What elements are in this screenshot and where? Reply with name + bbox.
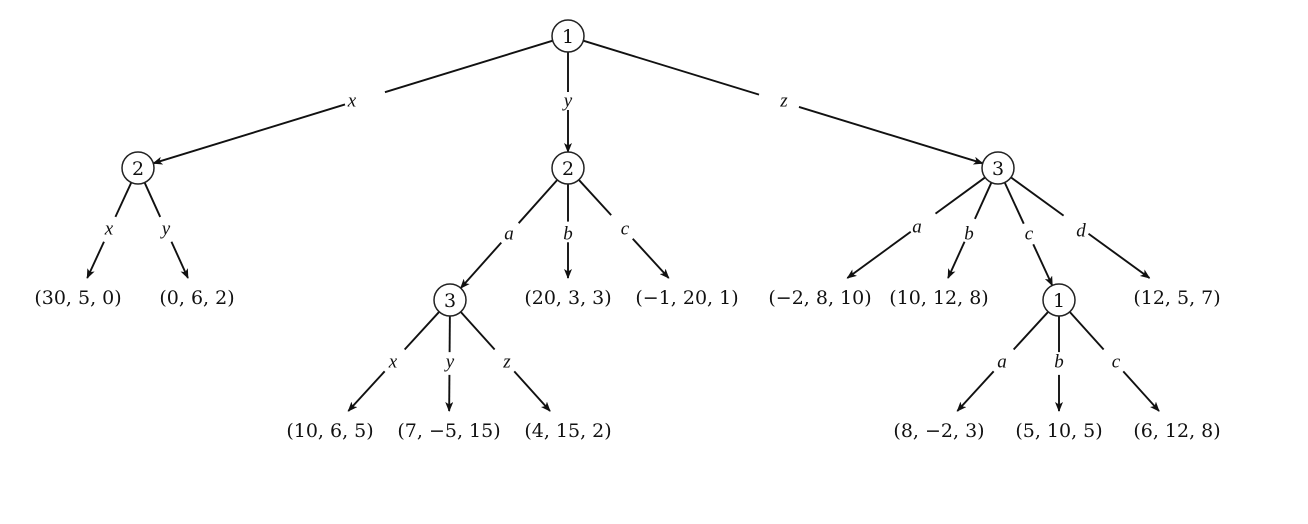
edge-arrow <box>1087 232 1151 279</box>
edge-segment-upper <box>384 39 553 94</box>
edge-n3a-p3: x <box>347 311 440 412</box>
edge-arrow <box>1122 370 1160 412</box>
edge-label: d <box>1076 221 1086 242</box>
edge-n2b-n3a: a <box>459 179 559 289</box>
edge-n3b-p9: b <box>947 182 993 279</box>
edge-n3b-n1b: c <box>1003 182 1054 287</box>
edge-root-n2b: y <box>562 52 573 153</box>
decision-node-n2b: 2 <box>551 151 585 185</box>
edge-n3a-p4: y <box>444 315 455 412</box>
edge-label: x <box>388 352 398 373</box>
edge-segment-upper <box>517 179 559 224</box>
edge-label: z <box>502 352 511 373</box>
edge-label: c <box>1112 352 1121 373</box>
edge-label: b <box>964 224 974 245</box>
edge-arrow <box>347 370 386 412</box>
edge-arrow <box>86 241 105 279</box>
edge-segment-upper <box>934 176 986 215</box>
node-circle <box>551 151 585 185</box>
edge-segment-upper <box>974 182 993 220</box>
edge-label: x <box>104 219 114 240</box>
edge-label: y <box>160 219 171 240</box>
node-circle <box>121 151 155 185</box>
edge-segment-upper <box>1012 311 1049 351</box>
payoff-leaf: (5, 10, 5) <box>1015 420 1102 442</box>
payoff-leaf: (8, −2, 3) <box>893 420 984 442</box>
edge-n2a-p2: y <box>143 182 189 279</box>
payoff-leaf: (30, 5, 0) <box>34 287 121 309</box>
payoff-leaf: (−2, 8, 10) <box>768 287 871 309</box>
edge-arrow <box>798 105 984 165</box>
edge-label: z <box>779 91 788 112</box>
edge-segment-upper <box>1010 176 1065 217</box>
edge-arrow <box>170 241 189 279</box>
decision-node-root: 1 <box>551 19 585 53</box>
payoff-leaf: (12, 5, 7) <box>1133 287 1220 309</box>
decision-node-n2a: 2 <box>121 151 155 185</box>
payoff-leaf: (−1, 20, 1) <box>635 287 738 309</box>
edge-label: a <box>504 224 514 245</box>
edge-label: c <box>621 219 630 240</box>
edge-segment-upper <box>114 182 133 218</box>
edge-arrow <box>152 103 346 165</box>
edge-n2b-p7: c <box>578 179 670 279</box>
node-player-label: 3 <box>992 158 1004 180</box>
node-circle <box>433 283 467 317</box>
edge-segment-upper <box>403 311 440 351</box>
payoffs-layer: (30, 5, 0) (0, 6, 2) (10, 6, 5) (7, −5, 15)… <box>34 287 1220 442</box>
edge-arrow <box>513 370 551 412</box>
edges-layer: x y z x y a b c x y z a b c d a b c <box>86 39 1160 412</box>
edge-segment-upper <box>1069 311 1105 351</box>
edge-n2b-p6: b <box>563 184 573 279</box>
edge-n1b-p12: b <box>1054 316 1064 412</box>
payoff-leaf: (6, 12, 8) <box>1133 420 1220 442</box>
edge-label: x <box>347 91 357 112</box>
edge-arrow <box>459 242 502 289</box>
edge-segment-upper <box>143 182 162 218</box>
node-player-label: 2 <box>562 158 574 180</box>
node-player-label: 1 <box>1053 290 1065 312</box>
edge-segment-upper <box>1003 182 1025 225</box>
edge-n3b-p10: d <box>1010 176 1151 279</box>
edge-root-n2a: x <box>152 39 553 165</box>
edge-arrow <box>956 370 995 412</box>
edge-label: b <box>1054 352 1064 373</box>
edge-arrow <box>947 241 966 279</box>
edge-segment-upper <box>578 179 612 216</box>
edge-arrow <box>846 230 912 279</box>
edge-label: c <box>1025 224 1034 245</box>
edge-n3b-p8: a <box>846 176 986 279</box>
edge-root-n3b: z <box>583 39 984 165</box>
edge-segment-upper <box>460 311 496 351</box>
payoff-leaf: (10, 6, 5) <box>286 420 373 442</box>
edge-label: y <box>444 352 455 373</box>
payoff-leaf: (0, 6, 2) <box>159 287 234 309</box>
edge-label: a <box>997 352 1007 373</box>
node-circle <box>981 151 1015 185</box>
payoff-leaf: (7, −5, 15) <box>397 420 500 442</box>
edge-n1b-p11: a <box>956 311 1049 412</box>
decision-node-n3a: 3 <box>433 283 467 317</box>
nodes-layer: 1 2 2 3 3 1 <box>121 19 1076 317</box>
edge-arrow <box>632 238 670 279</box>
edge-arrow <box>1032 243 1054 287</box>
node-circle <box>1042 283 1076 317</box>
payoff-leaf: (10, 12, 8) <box>889 287 988 309</box>
edge-n3a-p5: z <box>460 311 551 412</box>
decision-node-n3b: 3 <box>981 151 1015 185</box>
decision-node-n1b: 1 <box>1042 283 1076 317</box>
edge-segment-upper <box>583 39 760 96</box>
edge-label: a <box>912 217 922 238</box>
edge-n1b-p13: c <box>1069 311 1160 412</box>
node-circle <box>551 19 585 53</box>
edge-label: b <box>563 224 573 245</box>
node-player-label: 1 <box>562 26 574 48</box>
payoff-leaf: (20, 3, 3) <box>524 287 611 309</box>
edge-n2a-p1: x <box>86 182 133 279</box>
edge-label: y <box>562 91 573 112</box>
payoff-leaf: (4, 15, 2) <box>524 420 611 442</box>
node-player-label: 2 <box>132 158 144 180</box>
node-player-label: 3 <box>444 290 456 312</box>
